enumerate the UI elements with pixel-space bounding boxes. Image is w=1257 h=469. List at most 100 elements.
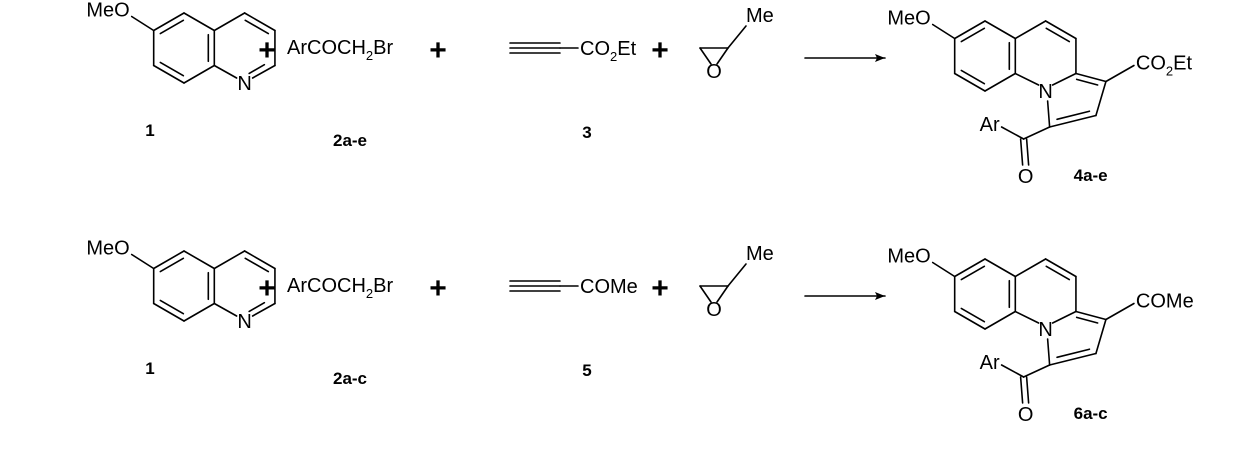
nitrogen-label: N bbox=[1038, 319, 1052, 341]
substituent-label: CO2Et bbox=[1136, 53, 1193, 79]
bromide-formula-main: ArCOCH bbox=[287, 275, 366, 297]
double-bond bbox=[248, 63, 266, 75]
methoxy-bond bbox=[130, 15, 155, 32]
ring-bond bbox=[1051, 72, 1077, 86]
ring-bond bbox=[984, 310, 1017, 330]
compound-label-2: 2a-c bbox=[333, 369, 367, 388]
double-bond bbox=[159, 299, 185, 315]
carbonyl-bond bbox=[1025, 376, 1030, 404]
pyrrole-bond bbox=[1048, 114, 1097, 128]
carbonyl-bond bbox=[1019, 376, 1024, 404]
ring-bond bbox=[1014, 72, 1040, 86]
double-bond bbox=[960, 69, 986, 85]
double-bond bbox=[1075, 78, 1099, 86]
alkyne-substituent: COMe bbox=[580, 276, 638, 298]
nitrogen-label: N bbox=[237, 73, 251, 95]
ring-bond bbox=[251, 64, 276, 79]
plus-sign: + bbox=[651, 34, 669, 67]
substituent-label-main: COMe bbox=[1136, 291, 1194, 313]
alkyne-substituent-main: COMe bbox=[580, 276, 638, 298]
compound-label-1: 1 bbox=[145, 359, 154, 378]
aryl-bond bbox=[1000, 364, 1025, 378]
methoxy-bond bbox=[931, 23, 956, 40]
double-bond bbox=[244, 19, 270, 35]
arrow-head bbox=[875, 54, 885, 62]
bromide-formula-tail: Br bbox=[373, 37, 393, 59]
ring-bond bbox=[183, 250, 216, 270]
epoxide-bond bbox=[699, 47, 712, 65]
ring-bond bbox=[984, 258, 1017, 278]
methoxy-label: MeO bbox=[887, 8, 930, 30]
nitrogen-label: N bbox=[1038, 81, 1052, 103]
ring-bond bbox=[213, 250, 246, 270]
ring-bond bbox=[1044, 258, 1077, 278]
alkyne-substituent-subscript: 2 bbox=[610, 49, 617, 64]
bromide-formula-subscript: 2 bbox=[366, 48, 373, 63]
aroyl-bond bbox=[1022, 126, 1051, 140]
ring-bond bbox=[183, 64, 216, 84]
aryl-label: Ar bbox=[980, 114, 1000, 136]
methoxy-bond bbox=[130, 253, 155, 270]
product-label: 6a-c bbox=[1074, 404, 1108, 423]
carbonyl-oxygen-label: O bbox=[1018, 404, 1034, 426]
nitrogen-label: N bbox=[237, 311, 251, 333]
ring-bond bbox=[1014, 310, 1040, 324]
double-bond bbox=[960, 265, 986, 281]
epoxide-bond bbox=[716, 285, 729, 303]
bromide-formula: ArCOCH2Br bbox=[287, 37, 393, 63]
aryl-label: Ar bbox=[980, 352, 1000, 374]
methoxy-bond bbox=[931, 261, 956, 278]
double-bond bbox=[960, 307, 986, 323]
aroyl-bond bbox=[1022, 364, 1051, 378]
epoxide-oxygen-label: O bbox=[706, 299, 722, 321]
methyl-label: Me bbox=[746, 5, 774, 27]
pyrrole-bond bbox=[1075, 310, 1107, 321]
ring-bond bbox=[213, 12, 246, 32]
alkyne-substituent-tail: Et bbox=[617, 38, 636, 60]
plus-sign: + bbox=[258, 34, 276, 67]
bromide-formula: ArCOCH2Br bbox=[287, 275, 393, 301]
ring-bond bbox=[183, 12, 216, 32]
ring-bond bbox=[152, 12, 185, 32]
double-bond bbox=[1056, 348, 1091, 359]
plus-sign: + bbox=[258, 272, 276, 305]
carbonyl-bond bbox=[1025, 138, 1030, 166]
double-bond bbox=[159, 19, 185, 35]
ring-bond bbox=[984, 72, 1017, 92]
bromide-formula-main: ArCOCH bbox=[287, 37, 366, 59]
substituent-label-subscript: 2 bbox=[1166, 64, 1173, 79]
substituent-label: COMe bbox=[1136, 291, 1194, 313]
methyl-label: Me bbox=[746, 243, 774, 265]
ring-bond bbox=[213, 64, 238, 79]
carbonyl-bond bbox=[1019, 138, 1024, 166]
double-bond bbox=[244, 257, 270, 273]
reaction-row-1: NMeO1+ArCOCH2Br2a-e+CO2Et3+OMeNCO2EtArOM… bbox=[86, 0, 1192, 188]
double-bond bbox=[159, 257, 185, 273]
compound-label-2: 2a-e bbox=[333, 131, 367, 150]
reaction-row-2: NMeO1+ArCOCH2Br2a-c+COMe5+OMeNCOMeArOMeO… bbox=[86, 238, 1193, 427]
ring-bond bbox=[152, 64, 185, 84]
double-bond bbox=[1045, 27, 1071, 43]
substituent-bond bbox=[1105, 64, 1135, 83]
pyrrole-bond bbox=[1048, 352, 1097, 366]
ring-bond bbox=[152, 250, 185, 270]
bromide-formula-tail: Br bbox=[373, 275, 393, 297]
double-bond bbox=[1056, 110, 1091, 121]
ring-bond bbox=[1014, 20, 1047, 40]
methoxy-label: MeO bbox=[86, 0, 129, 22]
product-label: 4a-e bbox=[1074, 166, 1108, 185]
aryl-bond bbox=[1000, 126, 1025, 140]
plus-sign: + bbox=[651, 272, 669, 305]
pyrrole-bond bbox=[1046, 338, 1051, 366]
methoxy-label: MeO bbox=[86, 238, 129, 260]
ring-bond bbox=[251, 302, 276, 317]
ring-bond bbox=[984, 20, 1017, 40]
ring-bond bbox=[1051, 310, 1077, 324]
alkyne-substituent-main: CO bbox=[580, 38, 610, 60]
alkyne-substituent: CO2Et bbox=[580, 38, 637, 64]
epoxide-oxygen-label: O bbox=[706, 61, 722, 83]
epoxide-bond bbox=[699, 285, 712, 303]
double-bond bbox=[248, 301, 266, 313]
substituent-bond bbox=[1105, 302, 1135, 321]
